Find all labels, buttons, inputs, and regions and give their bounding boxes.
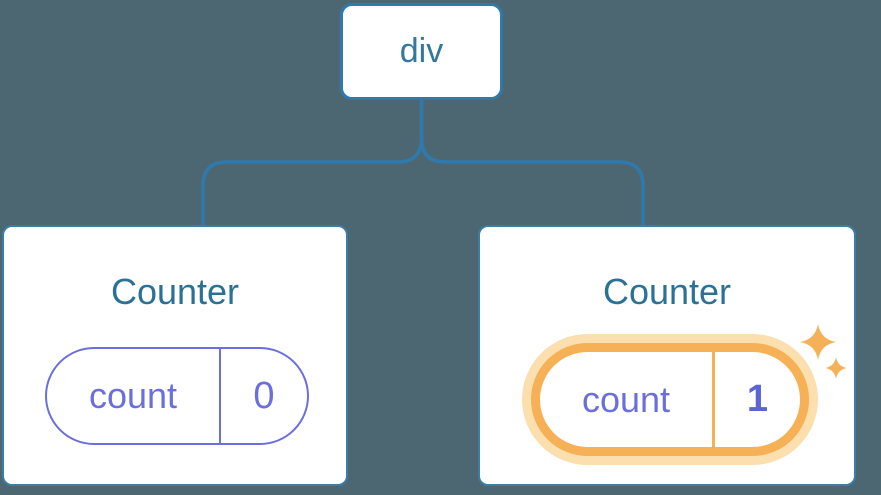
state-key-cell: count bbox=[581, 378, 671, 420]
connector-branch-left bbox=[201, 99, 424, 226]
counter-title: Counter bbox=[602, 271, 732, 312]
state-pill: count 0 bbox=[45, 347, 309, 445]
sparkle-small-icon bbox=[825, 357, 847, 379]
state-value-cell: 1 bbox=[712, 352, 800, 447]
tree-node-div: div bbox=[340, 3, 503, 100]
tree-node-div-label: div bbox=[399, 32, 444, 70]
connector-branch-right bbox=[419, 137, 645, 226]
sparkle-large-icon bbox=[800, 324, 836, 360]
counter-title: Counter bbox=[110, 271, 240, 312]
state-key-cell: count bbox=[88, 375, 178, 416]
state-pill-highlighted: count 1 bbox=[531, 343, 809, 456]
sparkles-icon bbox=[800, 324, 847, 379]
counter-card-left: Counter count 0 bbox=[2, 225, 348, 486]
state-value-cell: 0 bbox=[219, 349, 307, 443]
counter-card-right: Counter count 1 bbox=[478, 225, 856, 486]
